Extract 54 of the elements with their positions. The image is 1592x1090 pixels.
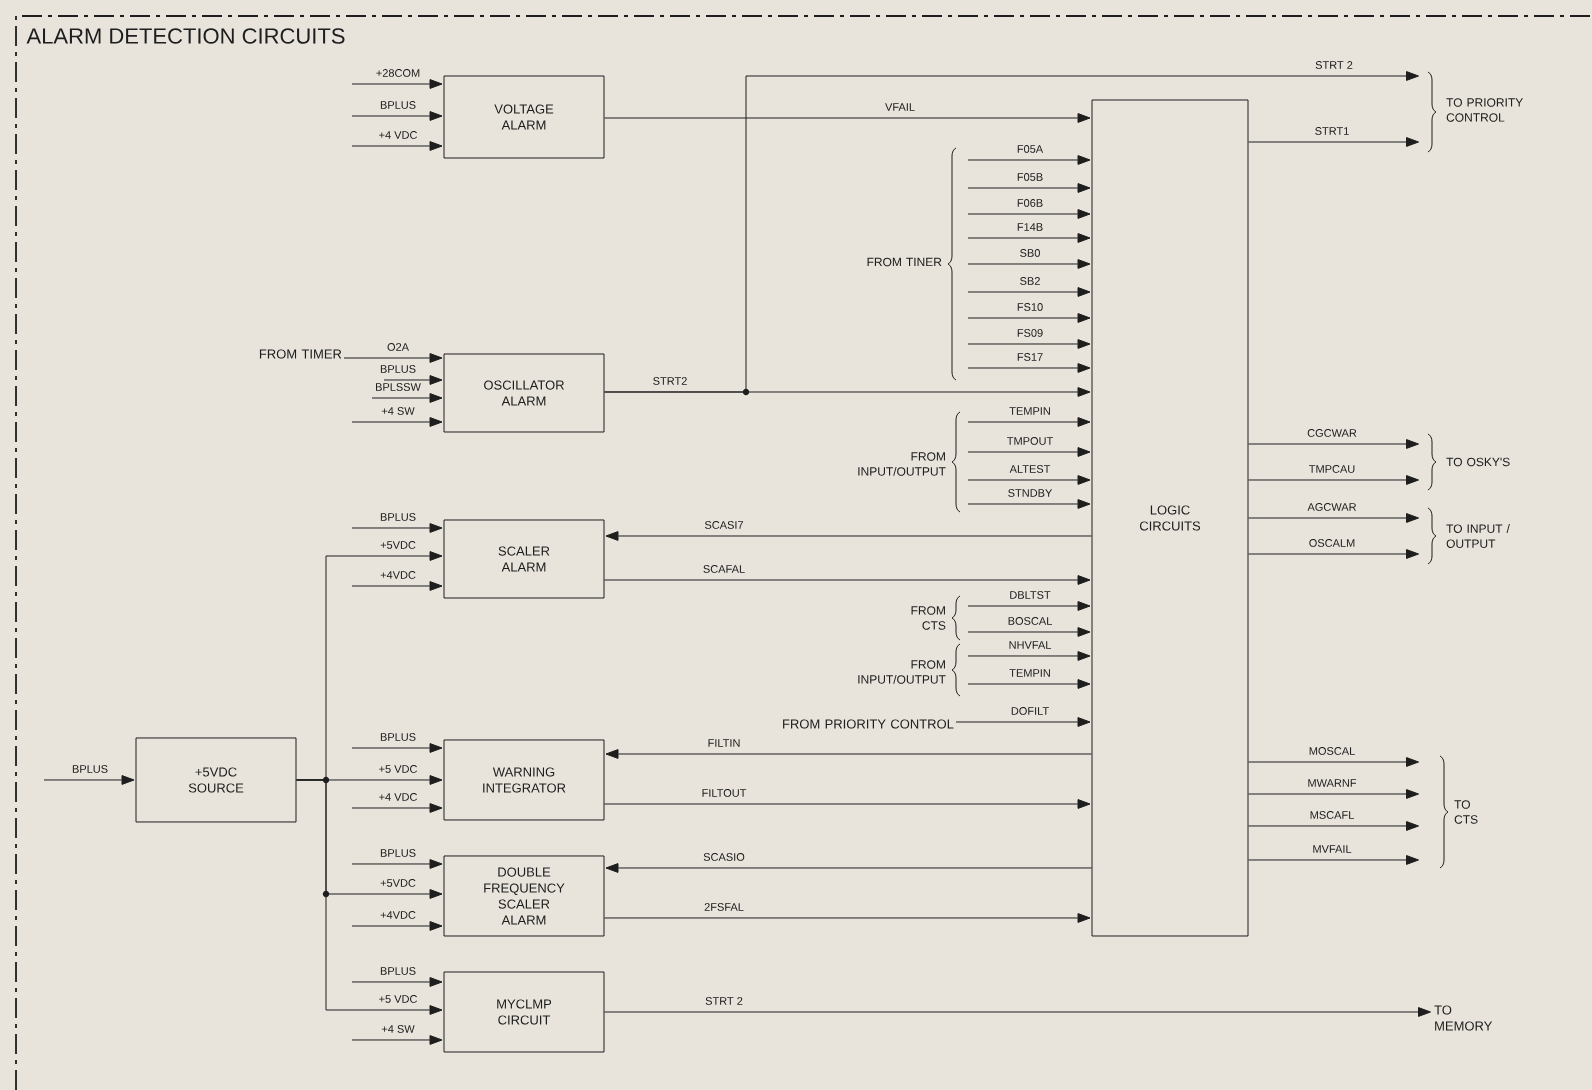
signal-arrow: [1248, 549, 1419, 559]
signal-arrow: [351, 743, 443, 753]
signal-arrow: [351, 581, 443, 591]
signal-arrow: [604, 1007, 1431, 1017]
signal-arrow: [604, 71, 1419, 393]
signal-arrow: [343, 353, 443, 363]
signal-arrow: [967, 499, 1091, 509]
signal-arrow: [605, 863, 1092, 873]
signal-arrow: [967, 417, 1091, 427]
signal-arrow: [351, 141, 443, 151]
signal-arrow: [967, 601, 1091, 611]
signal-arrow: [967, 339, 1091, 349]
signal-arrow: [967, 475, 1091, 485]
signal-arrow: [955, 717, 1091, 727]
signal-arrow: [967, 287, 1091, 297]
title: ALARM DETECTION CIRCUITS: [26, 28, 345, 44]
signal-arrow: [604, 799, 1091, 809]
signal-arrow: [967, 313, 1091, 323]
signal-arrow: [351, 111, 443, 121]
signal-arrow: [604, 113, 1091, 123]
signal-arrow: [967, 209, 1091, 219]
signal-arrow: [1248, 855, 1419, 865]
signal-arrow: [1248, 789, 1419, 799]
signal-arrow: [1248, 821, 1419, 831]
signal-arrow: [967, 233, 1091, 243]
signal-arrow: [1248, 137, 1419, 147]
signal-arrow: [605, 749, 1092, 759]
signal-arrow: [1248, 513, 1419, 523]
signal-arrow: [351, 803, 443, 813]
signal-arrow: [1248, 475, 1419, 485]
signal-arrow: [351, 859, 443, 869]
signal-arrow: [605, 531, 1092, 541]
signal-arrow: [967, 363, 1091, 373]
signal-arrow: [967, 447, 1091, 457]
signal-arrow: [351, 523, 443, 533]
signal-arrow: [351, 417, 443, 427]
signal-arrow: [967, 259, 1091, 269]
signal-arrow: [371, 393, 443, 403]
signal-arrow: [967, 155, 1091, 165]
signal-arrow: [351, 977, 443, 987]
signal-arrow: [296, 779, 443, 1015]
signal-arrow: [604, 913, 1091, 923]
signal-arrow: [1248, 439, 1419, 449]
signal-arrow: [967, 183, 1091, 193]
signal-arrow: [351, 79, 443, 89]
signal-arrow: [351, 921, 443, 931]
signal-arrow: [1248, 757, 1419, 767]
signal-arrow: [967, 627, 1091, 637]
signal-arrow: [967, 651, 1091, 661]
signal-arrow: [351, 1035, 443, 1045]
signal-arrow: [604, 575, 1091, 585]
signal-arrow: [967, 679, 1091, 689]
signal-arrow: [383, 375, 443, 385]
signal-arrow: [43, 775, 135, 785]
